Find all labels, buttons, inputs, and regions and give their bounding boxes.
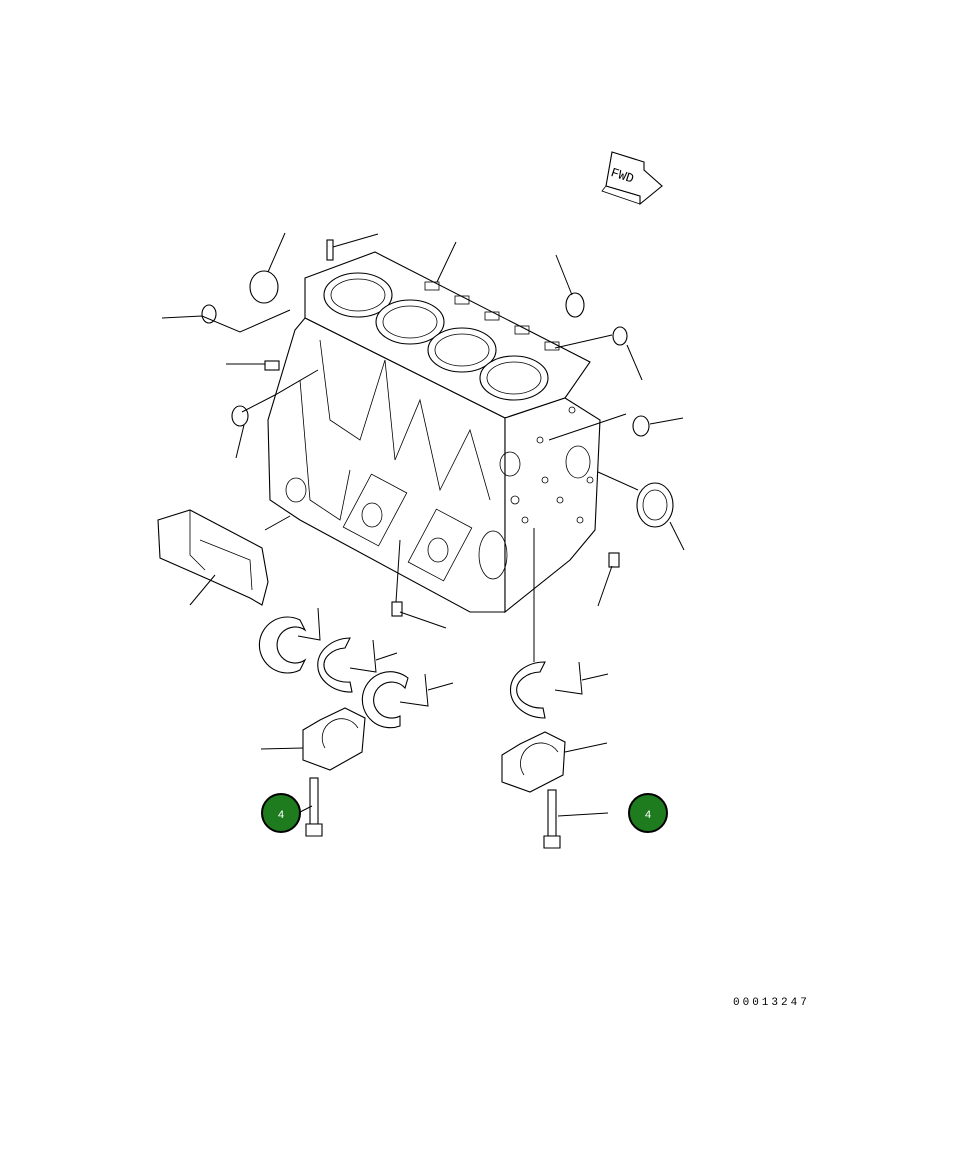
cylinder-block bbox=[267, 251, 601, 614]
fwd-arrow-marker: FWD bbox=[601, 151, 663, 206]
side-cover bbox=[157, 509, 269, 606]
callout-right-number: 4 bbox=[645, 809, 651, 821]
callout-left-number: 4 bbox=[278, 809, 284, 821]
small-parts bbox=[201, 239, 674, 617]
fwd-label: FWD bbox=[609, 165, 636, 187]
leader-lines bbox=[161, 232, 685, 817]
callout-left[interactable]: 4 bbox=[261, 793, 301, 833]
bearing-caps bbox=[302, 707, 566, 793]
bearing-shells bbox=[258, 616, 546, 729]
callout-right[interactable]: 4 bbox=[628, 793, 668, 833]
cap-bolts bbox=[305, 777, 561, 849]
reference-number: 00013247 bbox=[733, 997, 810, 1009]
